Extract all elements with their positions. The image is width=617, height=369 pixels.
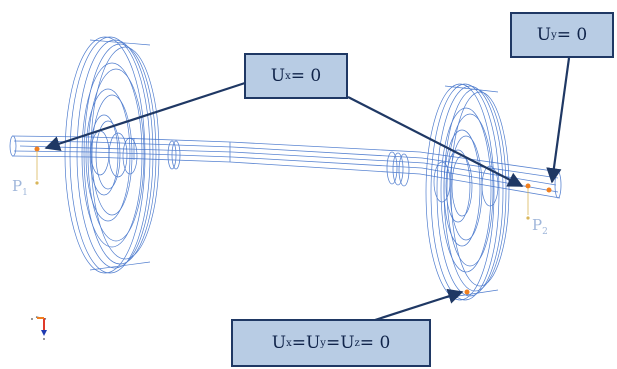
wheel-contact-marker bbox=[464, 289, 470, 295]
point-label-p2: P2 bbox=[532, 216, 548, 237]
p1-marker bbox=[34, 146, 40, 152]
constraint-markers bbox=[34, 146, 552, 295]
left-wheel bbox=[64, 36, 160, 274]
p2-marker-b bbox=[546, 187, 552, 193]
arrow-uxyz-to-wheel bbox=[374, 288, 464, 322]
point-label-p1: P1 bbox=[12, 177, 28, 198]
arrow-ux-to-p1 bbox=[44, 81, 246, 152]
arrow-ux-to-p2 bbox=[347, 96, 524, 187]
right-wheel bbox=[425, 83, 510, 301]
coordinate-triad-icon bbox=[31, 316, 47, 340]
arrow-uy-to-p2 bbox=[546, 57, 571, 184]
callout-arrows bbox=[44, 57, 571, 322]
p2-marker-a bbox=[525, 183, 531, 189]
